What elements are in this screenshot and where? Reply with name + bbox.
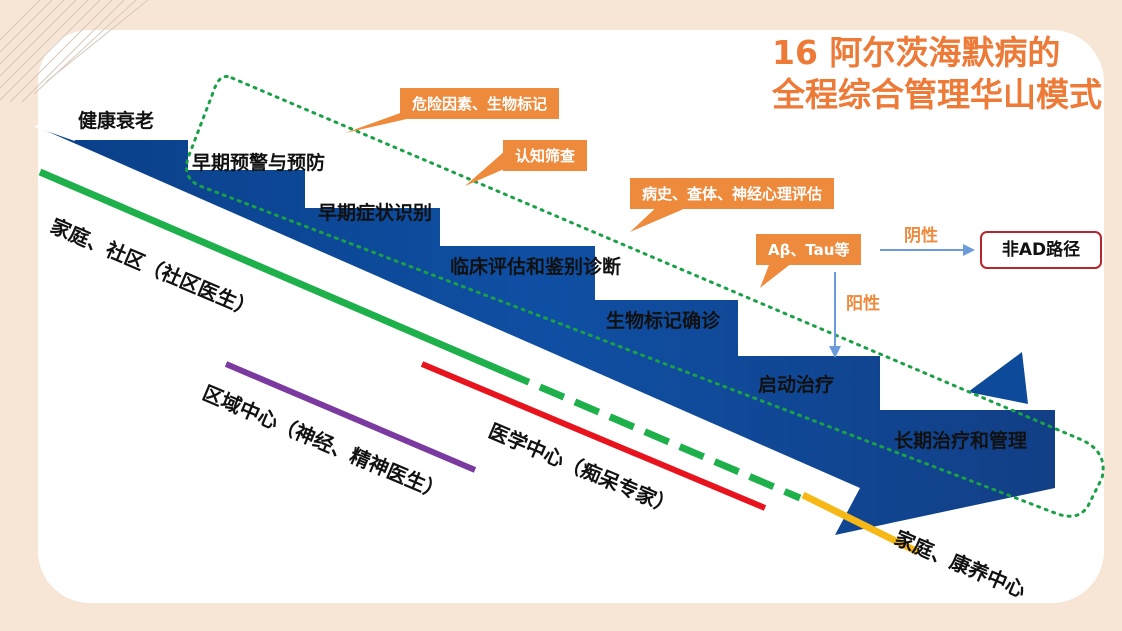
community-line-dashed bbox=[503, 368, 802, 502]
non-ad-pathway-box: 非AD路径 bbox=[980, 231, 1102, 269]
positive-label: 阳性 bbox=[846, 294, 880, 314]
regional-line bbox=[224, 361, 477, 473]
callout-risk-factors: 危险因素、生物标记 bbox=[400, 88, 560, 119]
negative-arrowhead bbox=[963, 244, 975, 256]
stair-descent bbox=[35, 126, 1055, 535]
positive-arrowhead bbox=[829, 346, 841, 358]
stage-early-symptoms: 早期症状识别 bbox=[318, 202, 433, 224]
dotted-frame bbox=[185, 75, 1105, 518]
callout-cognitive-screening: 认知筛查 bbox=[503, 140, 588, 171]
stage-biomarker-diagnosis: 生物标记确诊 bbox=[606, 310, 721, 332]
title-line-2: 全程综合管理华山模式 bbox=[772, 75, 1102, 114]
callout-tail-3 bbox=[630, 202, 700, 232]
stage-early-warning: 早期预警与预防 bbox=[192, 152, 326, 174]
community-line bbox=[38, 168, 507, 376]
negative-label: 阴性 bbox=[904, 226, 938, 246]
home-care-line bbox=[801, 491, 920, 556]
title-line-1: 16 阿尔茨海默病的 bbox=[772, 33, 1061, 72]
stage-clinical-assessment: 临床评估和鉴别诊断 bbox=[450, 256, 622, 278]
callout-abeta-tau: Aβ、Tau等 bbox=[756, 234, 862, 265]
stage-long-term-management: 长期治疗和管理 bbox=[894, 430, 1028, 452]
hatch-decoration bbox=[0, 0, 149, 103]
stage-healthy-aging: 健康衰老 bbox=[78, 110, 155, 132]
slide-title: 16 阿尔茨海默病的 全程综合管理华山模式 bbox=[772, 32, 1102, 116]
stage-start-treatment: 启动治疗 bbox=[758, 374, 835, 396]
medical-center-line bbox=[420, 361, 767, 511]
up-arrowhead bbox=[968, 352, 1028, 404]
callout-history-exam: 病史、查体、神经心理评估 bbox=[630, 178, 835, 209]
